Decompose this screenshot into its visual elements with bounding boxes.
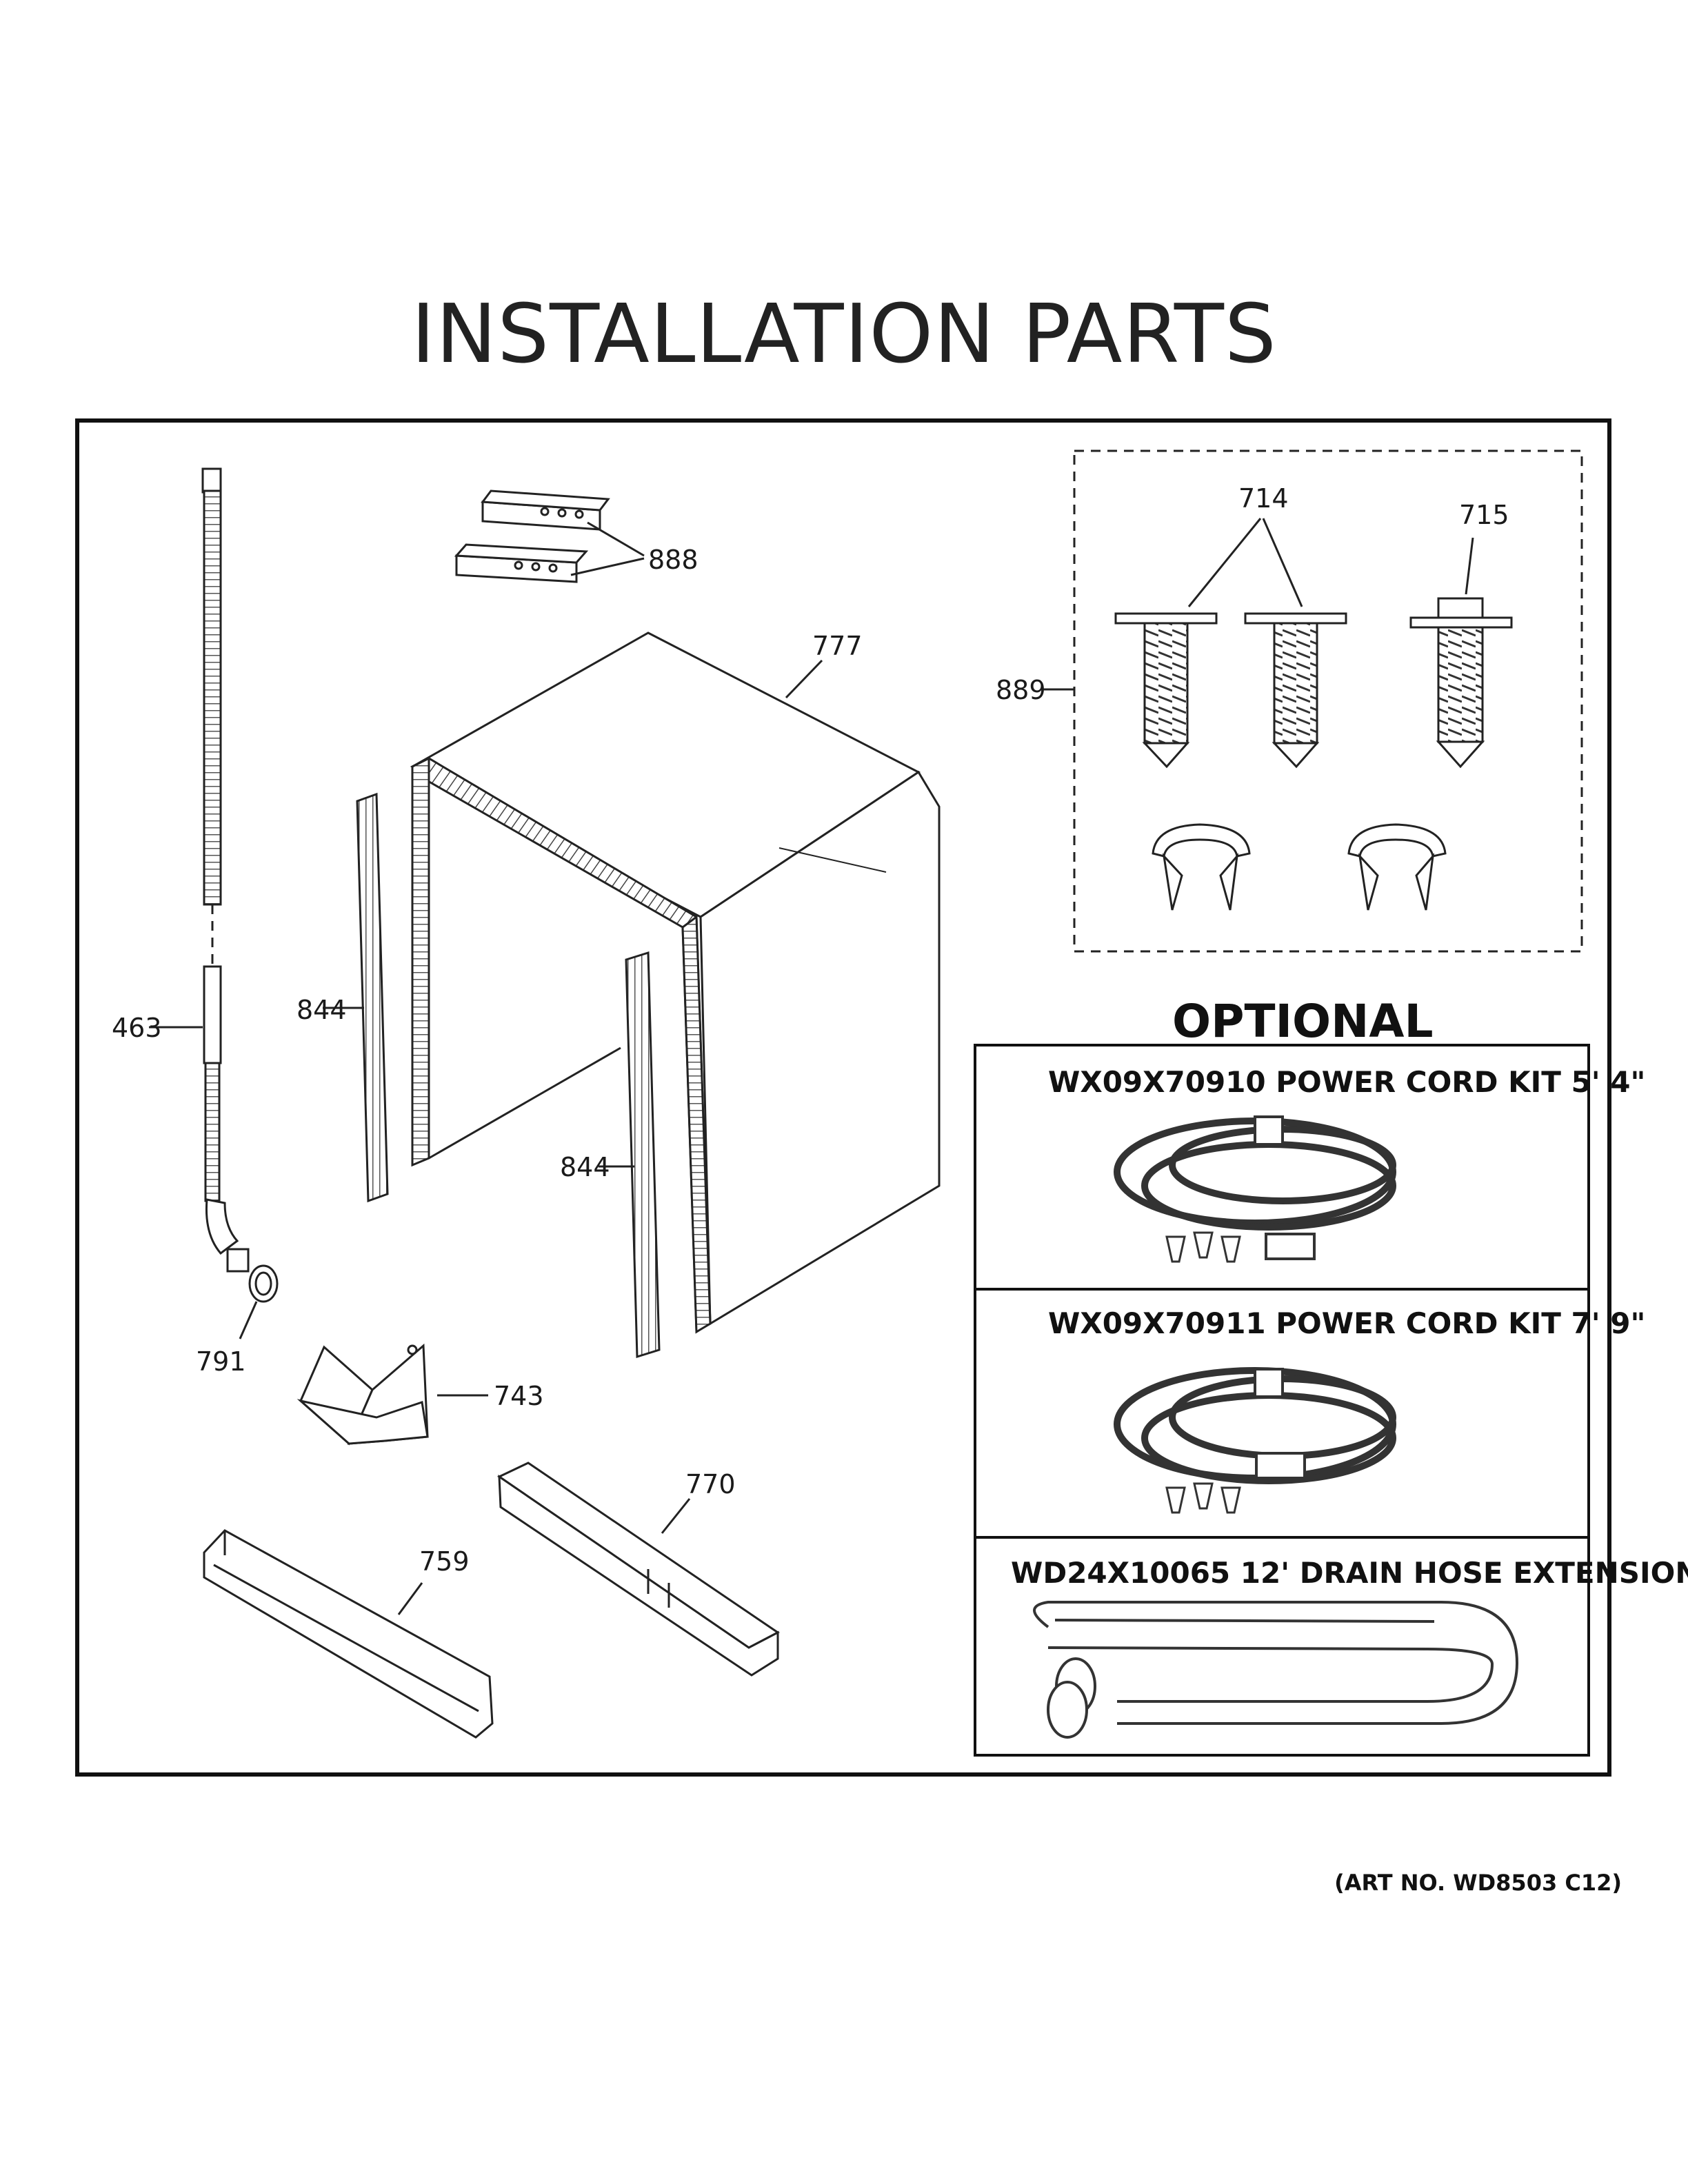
part-770-foam-block (497, 1462, 780, 1677)
optional-item-1-label: WX09X70910 POWER CORD KIT 5' 4" (1048, 1065, 1645, 1099)
callout-791: 791 (196, 1346, 246, 1377)
part-715-hex-screw (1409, 597, 1513, 769)
optional-heading: OPTIONAL (1172, 995, 1434, 1048)
part-777-insulation-blanket (410, 631, 941, 1334)
optional-item-2-label: WX09X70911 POWER CORD KIT 7' 9" (1048, 1306, 1645, 1340)
drain-hose-extension (1033, 1601, 1519, 1739)
callout-714: 714 (1238, 483, 1289, 514)
power-cord-kit-5ft-4in (1114, 1115, 1396, 1260)
wire-nuts-2 (1165, 1482, 1241, 1514)
callout-463: 463 (112, 1013, 162, 1043)
snap-bushing-left (1152, 823, 1251, 911)
callout-844-right: 844 (560, 1152, 610, 1182)
part-714-screw-2 (1244, 612, 1347, 769)
part-463-drain-hose (201, 467, 250, 1273)
snap-bushing-right (1347, 823, 1447, 911)
callout-715: 715 (1459, 500, 1509, 530)
callout-759: 759 (419, 1546, 470, 1577)
art-number: (ART NO. WD8503 C12) (1334, 1870, 1622, 1896)
part-844-right-strip (625, 951, 661, 1359)
callout-743: 743 (494, 1381, 544, 1411)
diagram-frame (75, 418, 1611, 1777)
callout-770: 770 (685, 1469, 736, 1499)
page-title: INSTALLATION PARTS (411, 286, 1277, 381)
callout-844-left: 844 (297, 995, 347, 1025)
optional-item-3-label: WD24X10065 12' DRAIN HOSE EXTENSION (1011, 1556, 1688, 1590)
optional-table (974, 1044, 1590, 1757)
part-791-clamp (248, 1264, 279, 1303)
part-844-left-strip (356, 792, 389, 1203)
callout-888: 888 (648, 545, 699, 575)
power-cord-kit-7ft-9in (1114, 1367, 1396, 1484)
part-743-junction-box (297, 1343, 429, 1446)
part-714-screw-1 (1114, 612, 1218, 769)
callout-777: 777 (812, 631, 863, 661)
part-759-toe-kick (203, 1529, 494, 1739)
callout-889: 889 (996, 675, 1046, 705)
part-888-brackets (454, 489, 610, 583)
wire-nuts-1 (1165, 1231, 1241, 1263)
hardware-kit-box (1073, 449, 1583, 953)
